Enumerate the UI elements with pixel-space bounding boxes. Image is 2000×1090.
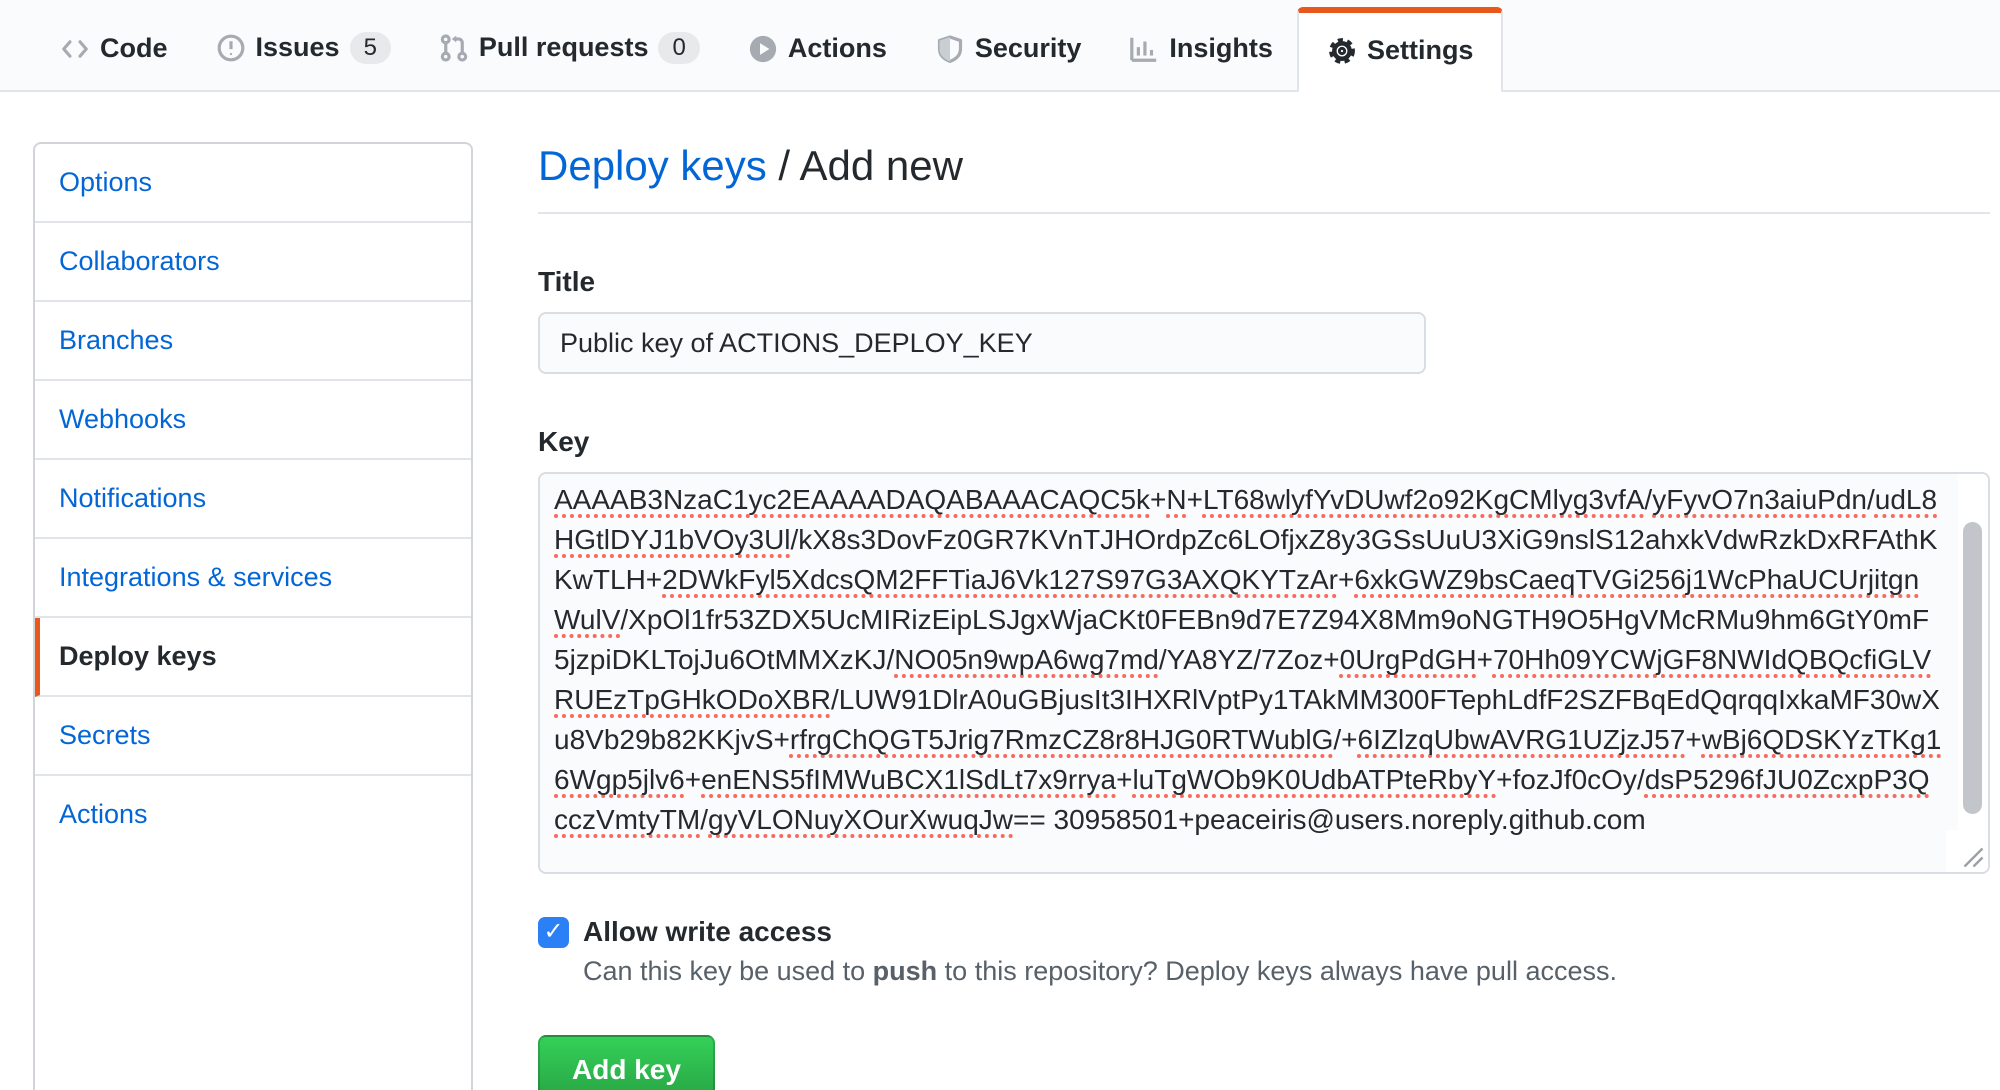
sidebar-item-deploy-keys[interactable]: Deploy keys	[35, 618, 471, 697]
key-text: AAAAB3NzaC1yc2EAAAADAQABAAACAQC5k+N+LT68…	[554, 484, 1942, 835]
sidebar-item-branches[interactable]: Branches	[35, 302, 471, 381]
page-title: Deploy keys / Add new	[538, 142, 1990, 214]
settings-sidebar: Options Collaborators Branches Webhooks …	[33, 142, 473, 1090]
tab-pull-requests[interactable]: Pull requests 0	[415, 6, 724, 90]
tab-label: Insights	[1169, 33, 1273, 63]
deploy-key-form: Deploy keys / Add new Title Key AAAAB3Nz…	[538, 142, 1990, 1090]
code-icon	[60, 34, 90, 64]
tab-label: Actions	[787, 33, 887, 63]
title-label: Title	[538, 266, 596, 297]
issue-opened-icon	[216, 33, 246, 63]
sidebar-item-collaborators[interactable]: Collaborators	[35, 223, 471, 302]
gear-icon	[1327, 36, 1357, 66]
key-textarea[interactable]: AAAAB3NzaC1yc2EAAAADAQABAAACAQC5k+N+LT68…	[538, 472, 1990, 874]
key-label: Key	[538, 426, 590, 457]
key-scrollbar[interactable]	[1958, 474, 1988, 830]
tab-label: Pull requests	[478, 32, 649, 63]
tab-actions[interactable]: Actions	[724, 7, 911, 90]
allow-write-checkbox[interactable]: ✓	[538, 916, 569, 948]
sidebar-item-actions[interactable]: Actions	[59, 799, 148, 829]
tab-label: Security	[974, 33, 1082, 63]
allow-write-help: Can this key be used to push to this rep…	[583, 956, 1617, 986]
shield-icon	[935, 34, 965, 64]
title-input[interactable]	[538, 312, 1426, 374]
tab-settings[interactable]: Settings	[1296, 7, 1504, 92]
tab-label: Code	[100, 33, 168, 63]
issues-count-badge: 5	[349, 31, 391, 64]
breadcrumb-deploy-keys-link[interactable]: Deploy keys	[538, 142, 767, 189]
tab-security[interactable]: Security	[911, 7, 1106, 90]
play-icon	[748, 34, 778, 64]
tab-label: Settings	[1366, 35, 1474, 65]
tab-insights[interactable]: Insights	[1105, 7, 1297, 90]
tab-issues[interactable]: Issues 5	[192, 6, 415, 90]
resize-grip-icon[interactable]	[1946, 830, 1988, 872]
pull-request-icon	[439, 33, 469, 63]
sidebar-item-webhooks[interactable]: Webhooks	[35, 381, 471, 460]
breadcrumb-separator: /	[766, 142, 800, 189]
repo-nav: Code Issues 5 Pull requests 0	[0, 0, 2000, 92]
tab-code[interactable]: Code	[36, 7, 192, 90]
check-icon: ✓	[543, 918, 564, 945]
sidebar-item-options[interactable]: Options	[35, 144, 471, 223]
allow-write-label[interactable]: Allow write access	[583, 916, 833, 947]
add-key-button[interactable]: Add key	[538, 1035, 715, 1090]
sidebar-item-integrations-services[interactable]: Integrations & services	[35, 539, 471, 618]
sidebar-item-notifications[interactable]: Notifications	[35, 460, 471, 539]
graph-icon	[1129, 34, 1159, 64]
pull-requests-count-badge: 0	[658, 31, 700, 64]
scrollbar-thumb[interactable]	[1963, 522, 1982, 814]
breadcrumb-current: Add new	[799, 142, 963, 189]
tab-label: Issues	[255, 32, 340, 63]
sidebar-item-secrets[interactable]: Secrets	[35, 697, 471, 776]
